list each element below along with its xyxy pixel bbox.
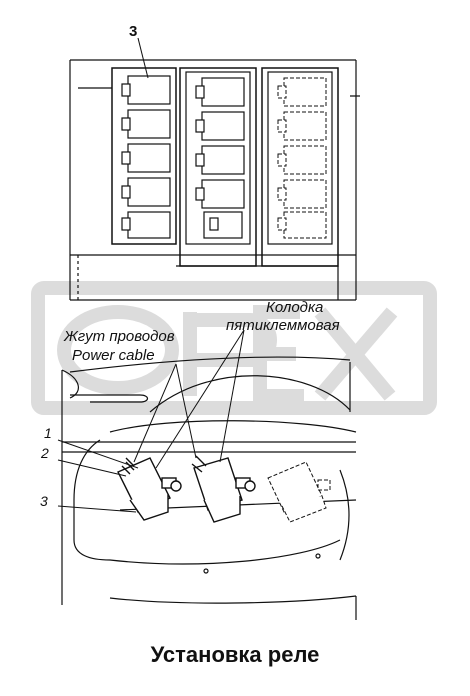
connector-label-line2: пятиклеммовая xyxy=(226,317,340,334)
callout-2: 2 xyxy=(40,445,49,461)
relay-column-left xyxy=(121,75,171,239)
relay-2 xyxy=(193,457,256,523)
callout-1: 1 xyxy=(44,425,52,441)
relay-column-right xyxy=(277,77,327,239)
relay-1 xyxy=(117,457,182,521)
relay-3 xyxy=(267,461,331,523)
diagram-caption: Установка реле xyxy=(150,642,320,667)
top-callout-3: 3 xyxy=(129,23,137,40)
wire-tails xyxy=(121,455,207,475)
harness-label-line1: Жгут проводов xyxy=(63,328,175,345)
relay-panel-top-view xyxy=(69,59,360,301)
watermark-logo xyxy=(31,281,437,415)
relay-column-middle xyxy=(195,77,245,239)
leader-lines xyxy=(57,329,245,513)
harness-label-line2: Power cable xyxy=(72,347,155,364)
top-callout-leader xyxy=(137,37,149,79)
callout-3: 3 xyxy=(40,493,48,509)
connector-label-line1: Колодка xyxy=(266,299,323,316)
